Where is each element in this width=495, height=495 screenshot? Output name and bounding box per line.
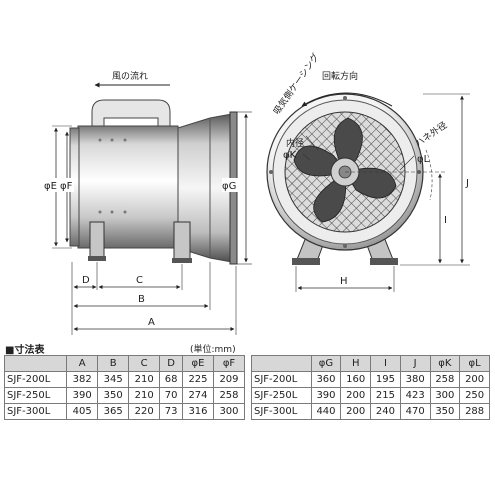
value-cell: 200 [459,371,490,388]
dim-i-j: I J [345,93,470,266]
value-cell: 405 [66,403,99,420]
value-cell: 360 [310,371,342,388]
value-cell: 350 [429,403,461,420]
header-cell: A [66,355,99,372]
value-cell: 345 [97,371,130,388]
unit-label: (単位:mm) [190,345,236,355]
model-cell: SJF-250L [3,387,68,404]
label-i: I [444,215,447,226]
value-cell: 390 [66,387,99,404]
header-cell [3,355,68,372]
label-phi-g: φG [222,181,236,192]
label-phi-e: φE [44,181,57,192]
model-cell: SJF-300L [3,403,68,420]
value-cell: 250 [459,387,490,404]
value-cell: 380 [399,371,431,388]
value-cell: 220 [128,403,161,420]
value-cell: 382 [66,371,99,388]
model-cell: SJF-200L [3,371,68,388]
value-cell: 68 [159,371,183,388]
value-cell: 423 [399,387,431,404]
fan-drawing: 風の流れ φE φF φG D C B A [44,51,470,335]
blade-dia-label: ハネ外径 [413,119,449,149]
header-cell: φG [310,355,342,372]
front-foot [89,221,105,259]
header-cell: C [128,355,161,372]
value-cell: 300 [212,403,246,420]
label-h: H [340,276,348,287]
rivets [98,138,127,214]
header-cell: B [97,355,130,372]
header-cell: φL [459,355,490,372]
label-j: J [465,178,469,189]
table-row: SJF-200L 360 160 195 380 258 200 [251,371,490,388]
header-cell: H [340,355,372,372]
table-header-row: A B C D φE φF [3,355,246,372]
header-cell: φK [429,355,461,372]
value-cell: 390 [310,387,342,404]
value-cell: 210 [128,387,161,404]
header-cell [251,355,312,372]
dim-horizontal: D C B A [71,262,237,335]
label-b: B [138,294,145,305]
label-phi-f: φF [60,181,73,192]
value-cell: 215 [370,387,401,404]
value-cell: 365 [97,403,130,420]
air-flow-label: 風の流れ [112,70,148,82]
label-c: C [136,275,143,286]
label-d: D [82,275,90,286]
label-phi-l: φL [417,154,430,165]
model-cell: SJF-300L [251,403,312,420]
side-view [69,99,238,265]
inner-dia-label: 内径 [286,137,304,149]
value-cell: 258 [212,387,246,404]
value-cell: 200 [340,387,372,404]
value-cell: 316 [181,403,214,420]
table-row: SJF-250L 390 350 210 70 274 258 [3,387,246,404]
value-cell: 240 [370,403,401,420]
header-cell: φE [181,355,214,372]
header-cell: φF [212,355,246,372]
model-cell: SJF-200L [251,371,312,388]
header-cell: J [399,355,431,372]
table-row: SJF-250L 390 200 215 423 300 250 [251,387,490,404]
value-cell: 300 [429,387,461,404]
table-row: SJF-300L 440 200 240 470 350 288 [251,403,490,420]
value-cell: 274 [181,387,214,404]
value-cell: 440 [310,403,342,420]
table-row: SJF-300L 405 365 220 73 316 300 [3,403,246,420]
carry-handle [91,99,171,129]
value-cell: 70 [159,387,183,404]
table-header-row: φG H I J φK φL [251,355,490,372]
rotation-label: 回転方向 [322,70,358,82]
value-cell: 160 [340,371,372,388]
header-cell: D [159,355,183,372]
value-cell: 200 [340,403,372,420]
value-cell: 209 [212,371,246,388]
value-cell: 288 [459,403,490,420]
dimension-table-right: φG H I J φK φL SJF-200L 360 160 195 380 … [251,355,490,420]
front-view [266,93,424,265]
fan-blades [293,117,397,223]
dim-phi-e-f: φE φF [44,125,74,249]
rear-foot [173,221,191,261]
table-title: ■寸法表 [5,345,45,356]
value-cell: 470 [399,403,431,420]
value-cell: 73 [159,403,183,420]
dimension-table-left: A B C D φE φF SJF-200L 382 345 210 68 22… [3,355,246,420]
value-cell: 258 [429,371,461,388]
value-cell: 350 [97,387,130,404]
value-cell: 195 [370,371,401,388]
value-cell: 210 [128,371,161,388]
model-cell: SJF-250L [251,387,312,404]
value-cell: 225 [181,371,214,388]
label-a: A [148,317,155,328]
dim-h: H [295,266,395,292]
dim-phi-g: φG [222,111,252,265]
label-phi-k: φK [283,150,297,161]
table-row: SJF-200L 382 345 210 68 225 209 [3,371,246,388]
rotation-arrow [301,92,393,107]
header-cell: I [370,355,401,372]
